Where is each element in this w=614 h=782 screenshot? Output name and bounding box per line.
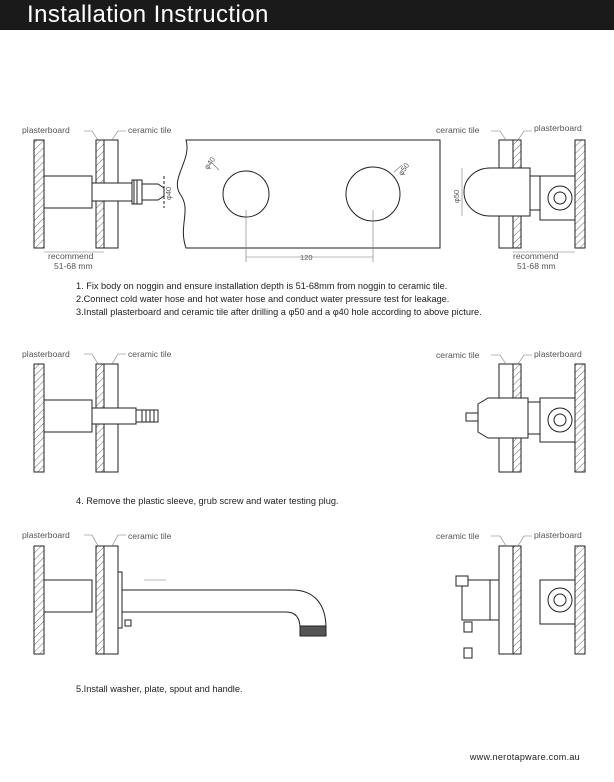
dim-phi50-side: φ50 <box>452 190 461 203</box>
depth-range-left: 51-68 mm <box>54 261 93 271</box>
ceramic-tile-label-2r: ceramic tile <box>436 350 480 360</box>
wall-section-right-1 <box>461 139 586 249</box>
ceramic-tile-label-1r: ceramic tile <box>436 125 480 135</box>
plasterboard-label-2r: plasterboard <box>534 349 582 359</box>
label-leaders <box>44 130 575 547</box>
wall-section-left-1 <box>33 139 165 249</box>
step-2-text: 2.Connect cold water hose and hot water … <box>76 294 450 304</box>
plasterboard-label-3l: plasterboard <box>22 530 70 540</box>
wall-section-right-3 <box>455 545 586 659</box>
ceramic-tile-label-3r: ceramic tile <box>436 531 480 541</box>
dim-phi40-side: φ40 <box>164 187 173 200</box>
page-title: Installation Instruction <box>27 1 269 28</box>
depth-range-right: 51-68 mm <box>517 261 556 271</box>
wall-section-left-3 <box>33 545 327 655</box>
plasterboard-label-3r: plasterboard <box>534 530 582 540</box>
page-header: Installation Instruction <box>0 0 614 30</box>
plasterboard-label-1r: plasterboard <box>534 123 582 133</box>
step-5-text: 5.Install washer, plate, spout and handl… <box>76 684 243 694</box>
plasterboard-label-1l: plasterboard <box>22 125 70 135</box>
ceramic-tile-label-3l: ceramic tile <box>128 531 172 541</box>
ceramic-tile-label-2l: ceramic tile <box>128 349 172 359</box>
recommend-label-right: recommend <box>513 251 559 261</box>
wall-section-right-2 <box>465 363 586 473</box>
ceramic-tile-label-1l: ceramic tile <box>128 125 172 135</box>
recommend-label-left: recommend <box>48 251 94 261</box>
wall-section-left-2 <box>33 363 159 473</box>
wall-plate <box>176 139 441 262</box>
dim-spacing: 120 <box>300 253 313 262</box>
step-3-text: 3.Install plasterboard and ceramic tile … <box>76 307 482 317</box>
step-4-text: 4. Remove the plastic sleeve, grub screw… <box>76 496 339 506</box>
website-footer: www.nerotapware.com.au <box>469 752 580 762</box>
plasterboard-label-2l: plasterboard <box>22 349 70 359</box>
step-1-text: 1. Fix body on noggin and ensure install… <box>76 281 448 291</box>
